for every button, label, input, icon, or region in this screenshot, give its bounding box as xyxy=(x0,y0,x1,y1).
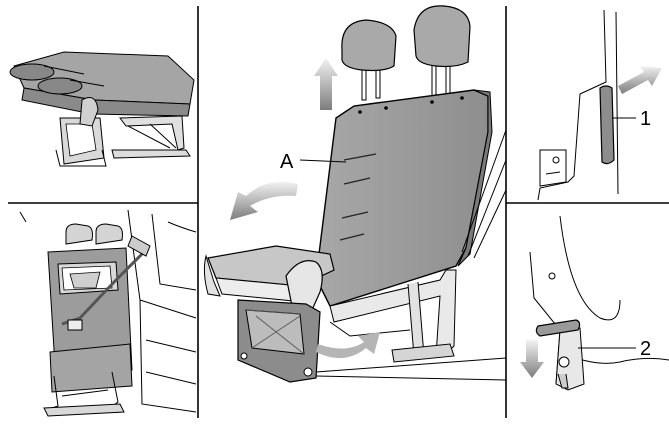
release-lever-arrow xyxy=(618,66,662,94)
release-lever-1 xyxy=(599,85,615,165)
main-seat: A xyxy=(203,5,507,383)
backrest xyxy=(315,89,489,307)
latch-handle-2 xyxy=(535,319,581,337)
stowed-seat-panel xyxy=(19,209,197,417)
right-headrest xyxy=(413,5,471,68)
folded-seat-panel xyxy=(9,51,195,167)
panel-dividers xyxy=(8,6,669,418)
lift-up-arrow xyxy=(314,58,338,110)
callout-label-2: 2 xyxy=(640,338,651,360)
latch-down-arrow xyxy=(520,340,544,378)
callout-label-1: 1 xyxy=(640,108,651,130)
left-headrest xyxy=(341,19,397,72)
latch-panel: 2 xyxy=(520,215,669,391)
release-lever-panel: 1 xyxy=(537,9,662,201)
fold-forward-arrow xyxy=(230,181,298,220)
callout-label-a: A xyxy=(280,151,294,173)
pivot-arrow xyxy=(316,332,380,359)
